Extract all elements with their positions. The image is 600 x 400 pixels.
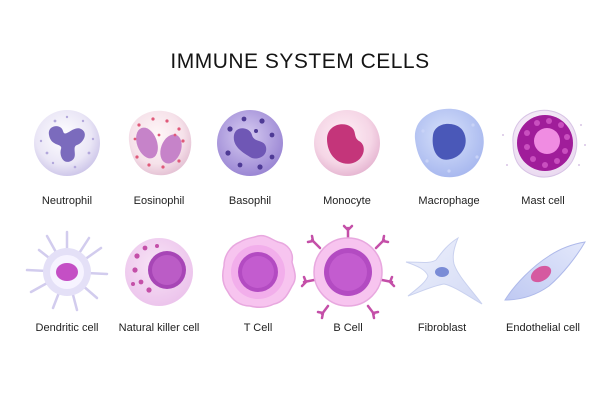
mast-cell-label: Mast cell	[521, 195, 565, 207]
monocyte-illustration	[297, 95, 397, 195]
natural-killer-cell-label: Natural killer cell	[118, 322, 200, 334]
b-cell-label: B Cell	[333, 322, 363, 334]
fibroblast-illustration	[392, 222, 492, 322]
macrophage-label: Macrophage	[418, 195, 480, 207]
eosinophil-illustration	[109, 95, 209, 195]
neutrophil-illustration	[17, 95, 117, 195]
fibroblast-label: Fibroblast	[417, 322, 467, 334]
t-cell-illustration	[208, 222, 308, 322]
monocyte-label: Monocyte	[323, 195, 371, 207]
b-cell-illustration	[298, 222, 398, 322]
basophil-illustration	[200, 95, 300, 195]
endothelial-cell-illustration	[493, 222, 593, 322]
dendritic-cell-illustration	[17, 222, 117, 322]
t-cell-label: T Cell	[243, 322, 273, 334]
mast-cell-illustration	[493, 95, 593, 195]
macrophage-illustration	[399, 95, 499, 195]
basophil-label: Basophil	[228, 195, 272, 207]
neutrophil-label: Neutrophil	[41, 195, 93, 207]
eosinophil-label: Eosinophil	[133, 195, 185, 207]
endothelial-cell-label: Endothelial cell	[506, 322, 580, 334]
natural-killer-cell-illustration	[109, 222, 209, 322]
dendritic-cell-label: Dendritic cell	[35, 322, 99, 334]
diagram-title: IMMUNE SYSTEM CELLS	[170, 50, 430, 73]
